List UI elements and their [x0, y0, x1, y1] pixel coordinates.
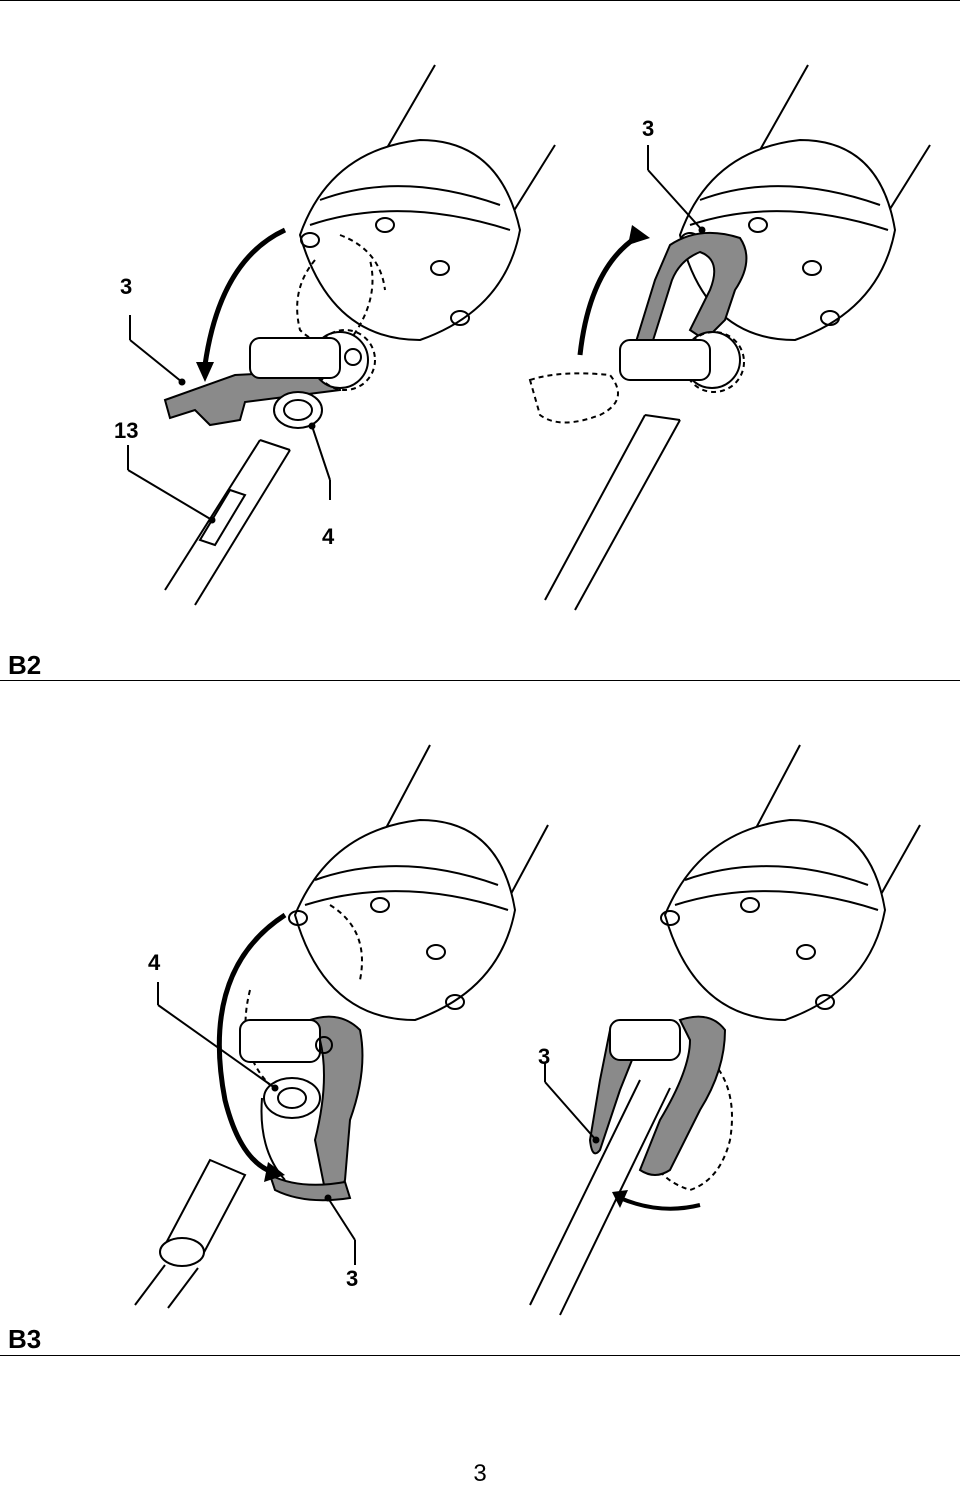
section-label-b3: B3 — [8, 1324, 42, 1354]
section-rule-b3 — [0, 1355, 960, 1356]
top-rule — [0, 0, 960, 1]
section-rule-b2 — [0, 680, 960, 681]
callout-3-left: 3 — [120, 274, 133, 299]
callout-4-b3: 4 — [148, 950, 161, 975]
figure-b2-illustration: 3 3 13 4 — [0, 20, 960, 620]
callout-3-b3-right: 3 — [538, 1044, 551, 1069]
section-label-b2: B2 — [8, 650, 42, 680]
callout-3-right: 3 — [642, 116, 655, 141]
figure-b3-drawing — [134, 744, 921, 1316]
page-number: 3 — [473, 1460, 487, 1487]
figure-b3-illustration: 4 3 3 — [0, 720, 960, 1320]
upper-shaft-line — [379, 64, 436, 161]
callout-3-b3-left: 3 — [346, 1266, 359, 1291]
figure-b2-drawing — [127, 64, 931, 611]
callout-13: 13 — [114, 418, 139, 443]
callout-4: 4 — [322, 524, 335, 549]
